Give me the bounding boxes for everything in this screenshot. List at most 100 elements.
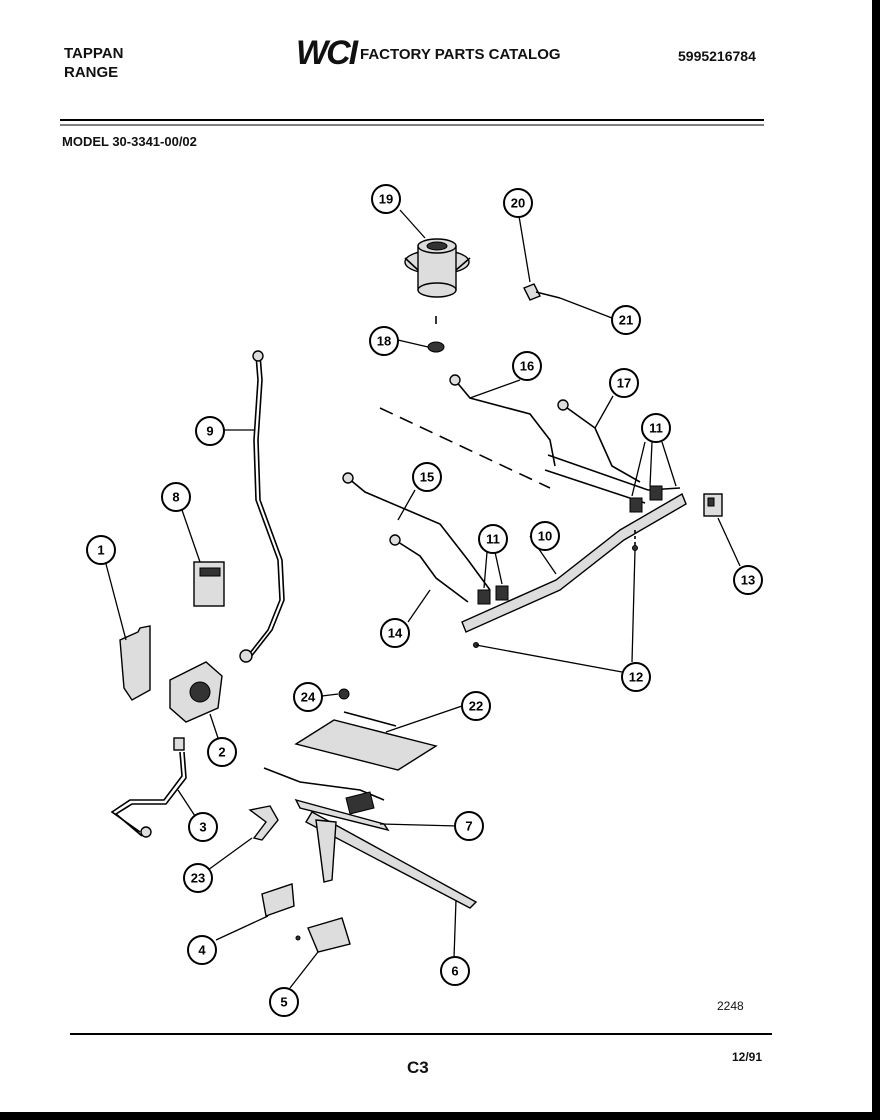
svg-text:4: 4 xyxy=(198,943,206,958)
callout-11-left: 11 xyxy=(478,524,508,554)
part-clip-23 xyxy=(248,805,279,841)
part-screw-right xyxy=(632,545,638,551)
callout-16: 16 xyxy=(512,351,542,381)
svg-text:15: 15 xyxy=(420,470,434,485)
svg-text:24: 24 xyxy=(301,690,316,705)
svg-text:1: 1 xyxy=(97,543,104,558)
svg-text:11: 11 xyxy=(649,421,663,436)
svg-text:2: 2 xyxy=(218,745,225,760)
callout-9: 9 xyxy=(195,416,225,446)
callout-21: 21 xyxy=(611,305,641,335)
drawing-number: 2248 xyxy=(717,999,744,1013)
part-bake-burner xyxy=(294,798,390,832)
callout-1: 1 xyxy=(86,535,116,565)
tube-15-fitting xyxy=(342,472,354,484)
part-burner-tube-16 xyxy=(454,379,556,467)
callout-2: 2 xyxy=(207,737,237,767)
svg-text:3: 3 xyxy=(199,820,206,835)
part-manifold xyxy=(461,492,687,633)
part-relay xyxy=(193,561,225,607)
alignment-dash-line xyxy=(379,407,551,489)
part-bracket-4 xyxy=(261,883,295,917)
thermocouple-sheath xyxy=(249,354,285,659)
part-nut xyxy=(338,688,350,700)
callout-4: 4 xyxy=(187,935,217,965)
svg-text:22: 22 xyxy=(469,699,483,714)
callout-7: 7 xyxy=(454,811,484,841)
svg-text:5: 5 xyxy=(280,995,287,1010)
bracket-screw xyxy=(295,935,301,941)
part-thermocouple xyxy=(245,354,281,659)
thermocouple-tip xyxy=(252,350,264,362)
callout-3: 3 xyxy=(188,812,218,842)
callout-20: 20 xyxy=(503,188,533,218)
model-number: MODEL 30-3341-00/02 xyxy=(62,134,197,149)
svg-text:13: 13 xyxy=(741,573,755,588)
burner-tube-support xyxy=(315,819,337,883)
catalog-title: FACTORY PARTS CATALOG xyxy=(360,46,561,63)
part-valve-right-a xyxy=(629,497,643,513)
brand-block: TAPPAN RANGE xyxy=(64,44,123,82)
wci-logo: WCI xyxy=(296,34,358,72)
svg-text:17: 17 xyxy=(617,376,631,391)
svg-text:16: 16 xyxy=(520,359,534,374)
tube-17-fitting xyxy=(557,399,569,411)
gas-line-outline xyxy=(114,751,187,837)
tube-14-fitting xyxy=(389,534,401,546)
part-oven-valve xyxy=(169,661,223,751)
product-type: RANGE xyxy=(64,64,119,81)
part-knob xyxy=(703,493,723,517)
callout-10: 10 xyxy=(530,521,560,551)
callout-24: 24 xyxy=(293,682,323,712)
part-valve-right-b xyxy=(649,485,663,501)
svg-text:20: 20 xyxy=(511,196,525,211)
svg-text:11: 11 xyxy=(486,532,500,547)
svg-text:6: 6 xyxy=(451,964,458,979)
part-heat-shield xyxy=(294,719,438,771)
burner-igniter xyxy=(345,791,375,815)
part-valve-left-b xyxy=(495,585,509,601)
part-mounting-bracket xyxy=(119,625,151,701)
catalog-part-number: 5995216784 xyxy=(678,48,756,64)
tube-16-fitting xyxy=(449,374,461,386)
svg-text:12: 12 xyxy=(629,670,643,685)
part-clip xyxy=(523,283,561,301)
leader-lines xyxy=(105,209,741,989)
part-burner-tube-17 xyxy=(562,404,641,483)
part-orifice xyxy=(427,316,445,353)
part-burner-head xyxy=(404,238,471,298)
callout-14: 14 xyxy=(380,618,410,648)
part-oven-burner-tube xyxy=(305,811,478,909)
revision-date: 12/91 xyxy=(732,1050,763,1064)
svg-text:23: 23 xyxy=(191,871,205,886)
svg-text:7: 7 xyxy=(465,819,472,834)
brand-name: TAPPAN xyxy=(64,45,124,62)
svg-text:10: 10 xyxy=(538,529,552,544)
burner-wire xyxy=(263,767,385,801)
part-valve-left-a xyxy=(477,589,491,605)
manifold-upper-rail xyxy=(547,454,681,491)
callout-18: 18 xyxy=(369,326,399,356)
svg-text:9: 9 xyxy=(206,424,213,439)
thermocouple-nut xyxy=(239,649,253,663)
callout-23: 23 xyxy=(183,863,213,893)
callout-5: 5 xyxy=(269,987,299,1017)
svg-text:19: 19 xyxy=(379,192,393,207)
callout-19: 19 xyxy=(371,184,401,214)
callout-15: 15 xyxy=(412,462,442,492)
manifold-lower-rail xyxy=(544,469,646,504)
callout-11-right: 11 xyxy=(641,413,671,443)
svg-text:21: 21 xyxy=(619,313,633,328)
callout-13: 13 xyxy=(733,565,763,595)
callout-22: 22 xyxy=(461,691,491,721)
gas-line-fitting xyxy=(140,826,152,838)
callout-8: 8 xyxy=(161,482,191,512)
part-burner-tube-15 xyxy=(347,477,491,591)
callout-17: 17 xyxy=(609,368,639,398)
callout-12: 12 xyxy=(621,662,651,692)
svg-text:18: 18 xyxy=(377,334,391,349)
page-reference: C3 xyxy=(407,1058,429,1077)
svg-text:14: 14 xyxy=(388,626,403,641)
